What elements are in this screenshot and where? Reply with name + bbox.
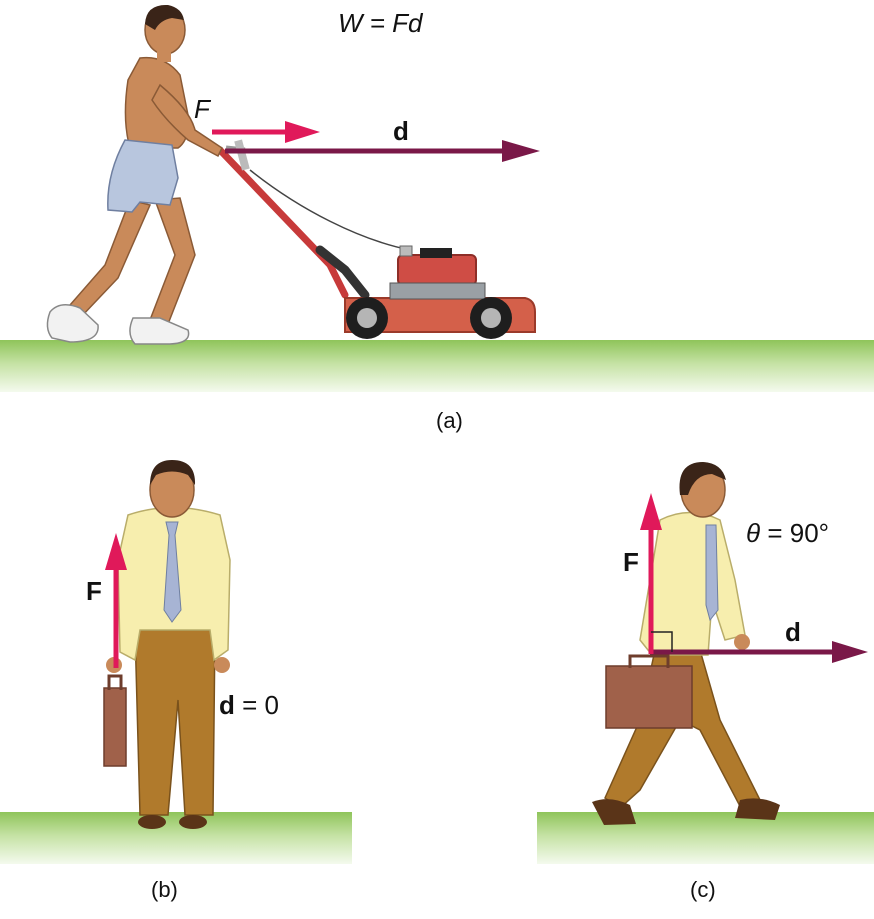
panel-b [0, 460, 352, 864]
panel-c [537, 462, 874, 864]
man-pushing-mower [46, 4, 223, 345]
tie-b [163, 521, 182, 623]
shoe-back [46, 304, 99, 343]
force-label-a: F [194, 94, 210, 124]
ground-b [0, 812, 352, 864]
man-standing [103, 460, 231, 829]
force-arrowhead-c [640, 493, 662, 530]
right-angle-marker [651, 631, 673, 652]
ground-a [0, 340, 874, 392]
man-a-head [144, 4, 186, 62]
shorts [107, 139, 179, 213]
angle-value: = 90° [760, 518, 830, 548]
displacement-label-a: d [393, 116, 409, 146]
displacement-arrowhead-c [832, 641, 868, 663]
caption-a: (a) [436, 408, 463, 433]
shirt-c [639, 511, 746, 656]
caption-b: (b) [151, 877, 178, 902]
displacement-zero-label: d = 0 [219, 690, 279, 721]
man-c-head [679, 462, 726, 518]
force-arrowhead-b [105, 533, 127, 570]
briefcase-b [103, 687, 127, 767]
shoe-front [129, 317, 190, 345]
displacement-symbol-b: d [219, 690, 235, 720]
displacement-arrowhead-a [502, 140, 540, 162]
man-b-head [149, 460, 196, 518]
lawn-mower [216, 139, 536, 339]
caption-c: (c) [690, 877, 716, 902]
force-label-c: F [623, 547, 639, 577]
man-walking [592, 462, 780, 825]
displacement-value-b: = 0 [234, 690, 279, 720]
displacement-label-c: d [785, 617, 801, 647]
briefcase-c [605, 665, 693, 729]
panel-a [0, 4, 874, 392]
work-equation: W = Fd [338, 8, 423, 38]
tie-c [705, 524, 719, 622]
angle-symbol: θ [746, 518, 761, 548]
mower-wheel-front [470, 297, 512, 339]
mower-handle [216, 146, 349, 299]
angle-label: θ = 90° [746, 518, 829, 549]
ground-c [537, 812, 874, 864]
force-label-b: F [86, 576, 102, 606]
mower-wheel-rear [346, 297, 388, 339]
force-arrowhead-a [285, 121, 320, 143]
